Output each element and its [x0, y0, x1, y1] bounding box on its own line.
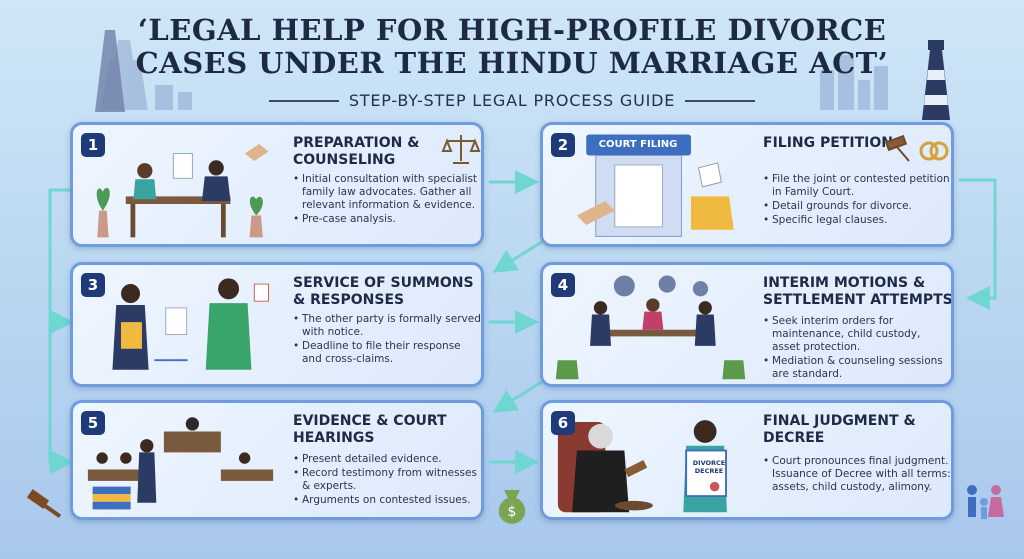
step-number-badge: 1	[81, 133, 105, 157]
step-details: Court pronounces final judgment. Issuanc…	[763, 455, 951, 495]
final-judgment-illustration	[557, 420, 727, 513]
step-detail-item: Present detailed evidence.	[293, 453, 481, 466]
step-card-3: 3 SERVICE OF SUMMONS & RESPONSES The oth…	[70, 262, 484, 387]
settlement-meeting-illustration	[555, 275, 746, 380]
step-detail-item: Record testimony from witnesses & expert…	[293, 467, 481, 493]
step-detail-item: Deadline to file their response and cros…	[293, 340, 481, 366]
step-card-1: 1 PREPARATION & COUNSELING Initial consu…	[70, 122, 484, 247]
step-detail-item: Court pronounces final judgment. Issuanc…	[763, 455, 951, 494]
gavel-and-rings-icon	[884, 134, 949, 162]
scales-of-justice-icon	[441, 135, 481, 164]
court-filing-sign: COURT FILING	[598, 139, 678, 150]
subtitle-divider-left	[268, 99, 339, 102]
step-detail-item: The other party is formally served with …	[293, 313, 481, 339]
step-details: Initial consultation with specialist fam…	[293, 173, 481, 227]
arrow-left-rail-2	[48, 320, 74, 474]
svg-text:$: $	[508, 504, 517, 520]
step-detail-item: Detail grounds for divorce.	[763, 200, 951, 213]
title-line-1: ‘LEGAL HELP FOR HIGH-PROFILE DIVORCE	[137, 13, 887, 47]
subtitle: STEP-BY-STEP LEGAL PROCESS GUIDE	[348, 91, 676, 110]
family-icon	[967, 485, 1004, 519]
title-line-2: CASES UNDER THE HINDU MARRIAGE ACT’	[135, 46, 889, 80]
summons-illustration	[112, 278, 270, 370]
arrow-left-rail	[48, 188, 74, 334]
step-card-2: COURT FILING 2 FILING PETITION File the …	[540, 122, 954, 247]
step-detail-item: Pre-case analysis.	[293, 213, 481, 226]
step-card-5: 5 EVIDENCE & COURT HEARINGS Present deta…	[70, 400, 484, 520]
divorce-decree-paper: DIVORCE DECREE	[692, 459, 726, 475]
step-details: The other party is formally served with …	[293, 313, 481, 367]
step-detail-item: Mediation & counseling sessions are stan…	[763, 355, 951, 381]
step-detail-item: Arguments on contested issues.	[293, 494, 481, 507]
step-details: File the joint or contested petition in …	[763, 173, 951, 228]
step-number-badge: 6	[551, 411, 575, 435]
step-details: Seek interim orders for maintenance, chi…	[763, 315, 951, 382]
step-detail-item: Initial consultation with specialist fam…	[293, 173, 481, 212]
step-detail-item: Specific legal clauses.	[763, 214, 951, 227]
step-detail-item: File the joint or contested petition in …	[763, 173, 951, 199]
step-title: FILING PETITION	[763, 135, 893, 151]
arrow-4-to-5	[492, 378, 547, 413]
step-title: FINAL JUDGMENT & DECREE	[763, 413, 916, 446]
court-hearing-illustration	[87, 417, 274, 510]
arrow-2-to-3	[492, 238, 547, 273]
subtitle-row: STEP-BY-STEP LEGAL PROCESS GUIDE	[0, 91, 1024, 110]
step-number-badge: 3	[81, 273, 105, 297]
court-filing-illustration	[576, 134, 734, 237]
step-title: EVIDENCE & COURT HEARINGS	[293, 413, 447, 446]
arrow-right-rail	[958, 178, 997, 310]
money-bag-icon: $	[498, 490, 526, 524]
subtitle-divider-right	[685, 99, 756, 102]
step-number-badge: 4	[551, 273, 575, 297]
step-card-6: DIVORCE DECREE 6 FINAL JUDGMENT & DECREE…	[540, 400, 954, 520]
page-title: ‘LEGAL HELP FOR HIGH-PROFILE DIVORCE CAS…	[0, 14, 1024, 80]
step-detail-item: Seek interim orders for maintenance, chi…	[763, 315, 951, 354]
consultation-illustration	[96, 144, 269, 238]
gavel-icon	[26, 489, 62, 518]
step-title: SERVICE OF SUMMONS & RESPONSES	[293, 275, 474, 308]
step-details: Present detailed evidence. Record testim…	[293, 453, 481, 508]
step-card-4: 4 INTERIM MOTIONS & SETTLEMENT ATTEMPTS …	[540, 262, 954, 387]
step-number-badge: 2	[551, 133, 575, 157]
step-number-badge: 5	[81, 411, 105, 435]
step-title: PREPARATION & COUNSELING	[293, 135, 420, 168]
step-title: INTERIM MOTIONS & SETTLEMENT ATTEMPTS	[763, 275, 953, 308]
